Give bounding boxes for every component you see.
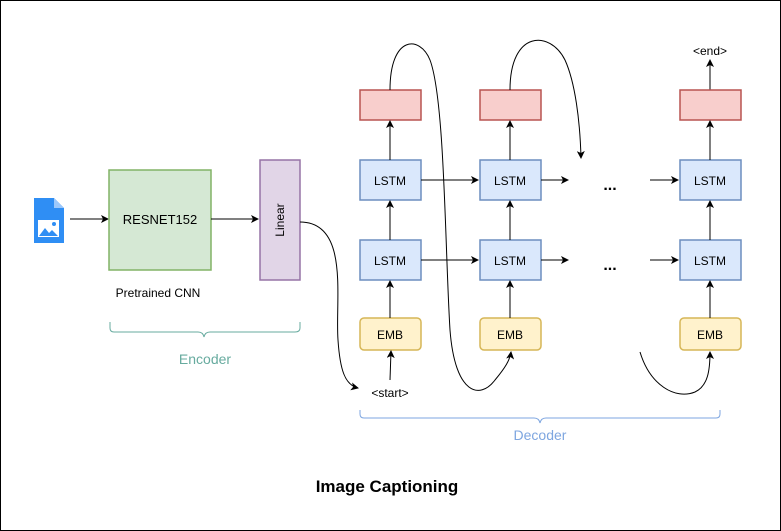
resnet152-label: RESNET152 — [123, 212, 197, 227]
arrow-start-to-emb-1 — [386, 350, 395, 381]
lstm-bottom-2-label: LSTM — [494, 254, 526, 268]
decoder-label: Decoder — [514, 427, 567, 443]
lstm-bottom-n-label: LSTM — [694, 254, 726, 268]
arrow-feedback-2-out — [509, 39, 585, 159]
emb-2-label: EMB — [497, 328, 523, 342]
output-box-2 — [479, 89, 542, 121]
arrow-linear-to-start — [299, 221, 359, 391]
emb-1-label: EMB — [377, 328, 403, 342]
encoder-brace — [109, 322, 301, 338]
resnet152-box — [108, 169, 212, 271]
image-file-icon — [34, 198, 64, 243]
end-token: <end> — [693, 44, 727, 58]
lstm-bottom-2 — [479, 239, 542, 281]
lstm-top-2-label: LSTM — [494, 174, 526, 188]
emb-n-label: EMB — [697, 328, 723, 342]
diagram-title: Image Captioning — [316, 477, 459, 496]
encoder-label: Encoder — [179, 351, 231, 367]
arrow-feedback-1-to-2 — [389, 43, 515, 391]
pretrained-cnn-caption: Pretrained CNN — [116, 286, 201, 300]
ellipsis-top: ... — [603, 177, 616, 194]
decoder-brace — [359, 410, 721, 424]
output-box-n — [679, 89, 742, 121]
lstm-bottom-n — [679, 239, 742, 281]
ellipsis-bottom: ... — [603, 257, 616, 274]
linear-label: Linear — [273, 203, 287, 236]
lstm-top-n-label: LSTM — [694, 174, 726, 188]
lstm-top-n — [679, 159, 742, 201]
arrow-feedback-in-n — [639, 351, 714, 395]
start-token: <start> — [371, 386, 408, 400]
lstm-top-1-label: LSTM — [374, 174, 406, 188]
output-box-1 — [359, 89, 422, 121]
linear-box — [259, 159, 301, 281]
lstm-bottom-1-label: LSTM — [374, 254, 406, 268]
